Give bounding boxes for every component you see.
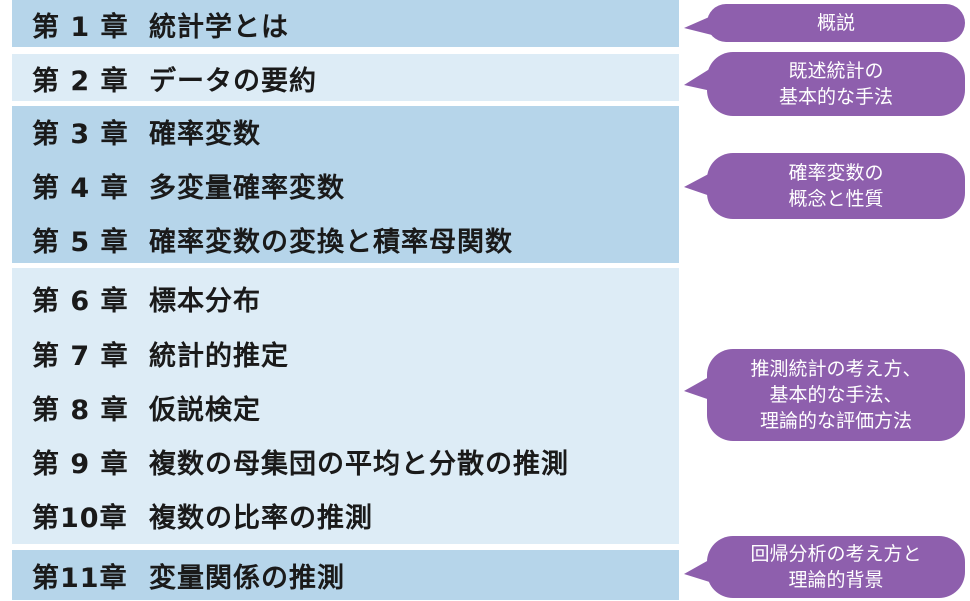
chapter-row-1: 第 1 章 統計学とは <box>12 0 679 50</box>
chapter-title: 統計的推定 <box>149 340 289 372</box>
chapter-number: 第 8 章 <box>32 394 129 426</box>
chapter-title: 統計学とは <box>149 11 289 43</box>
chapter-number: 第 1 章 <box>32 11 129 43</box>
chapter-row-5: 第 5 章 確率変数の変換と積率母関数 <box>12 213 679 265</box>
callout-1: 概説 <box>707 4 965 42</box>
group-band-2 <box>12 54 679 101</box>
chapter-title: 複数の比率の推測 <box>149 502 373 534</box>
chapter-row-8: 第 8 章 仮説検定 <box>12 381 679 433</box>
group-band-3 <box>12 106 679 263</box>
chapter-row-7: 第 7 章 統計的推定 <box>12 327 679 379</box>
chapter-title: 変量関係の推測 <box>149 562 345 594</box>
chapter-number: 第 9 章 <box>32 448 129 480</box>
chapter-title: 仮説検定 <box>149 394 261 426</box>
chapter-title: 多変量確率変数 <box>149 172 345 204</box>
chapter-number: 第 7 章 <box>32 340 129 372</box>
chapter-number: 第10章 <box>32 502 128 534</box>
chapter-row-2: 第 2 章 データの要約 <box>12 52 679 104</box>
chapter-number: 第11章 <box>32 562 128 594</box>
chapter-title: 標本分布 <box>149 285 261 317</box>
chapter-row-4: 第 4 章 多変量確率変数 <box>12 159 679 211</box>
chapter-title: データの要約 <box>149 65 317 97</box>
group-band-4 <box>12 268 679 544</box>
chapter-number: 第 3 章 <box>32 118 129 150</box>
chapter-title: 確率変数の変換と積率母関数 <box>149 226 513 258</box>
chapter-number: 第 5 章 <box>32 226 129 258</box>
group-band-1 <box>12 0 679 47</box>
chapter-row-11: 第11章 変量関係の推測 <box>12 549 679 601</box>
callout-3: 確率変数の 概念と性質 <box>707 153 965 219</box>
chapter-number: 第 6 章 <box>32 285 129 317</box>
callout-5: 回帰分析の考え方と 理論的背景 <box>707 536 965 598</box>
chapter-row-6: 第 6 章 標本分布 <box>12 272 679 324</box>
chapter-row-10: 第10章 複数の比率の推測 <box>12 489 679 541</box>
callout-4: 推測統計の考え方、 基本的な手法、 理論的な評価方法 <box>707 349 965 441</box>
group-band-5 <box>12 550 679 600</box>
chapter-row-9: 第 9 章 複数の母集団の平均と分散の推測 <box>12 435 679 487</box>
chapter-number: 第 2 章 <box>32 65 129 97</box>
callout-2: 既述統計の 基本的な手法 <box>707 52 965 116</box>
chapter-title: 複数の母集団の平均と分散の推測 <box>149 448 569 480</box>
chapter-row-3: 第 3 章 確率変数 <box>12 105 679 157</box>
chapter-number: 第 4 章 <box>32 172 129 204</box>
chapter-title: 確率変数 <box>149 118 261 150</box>
